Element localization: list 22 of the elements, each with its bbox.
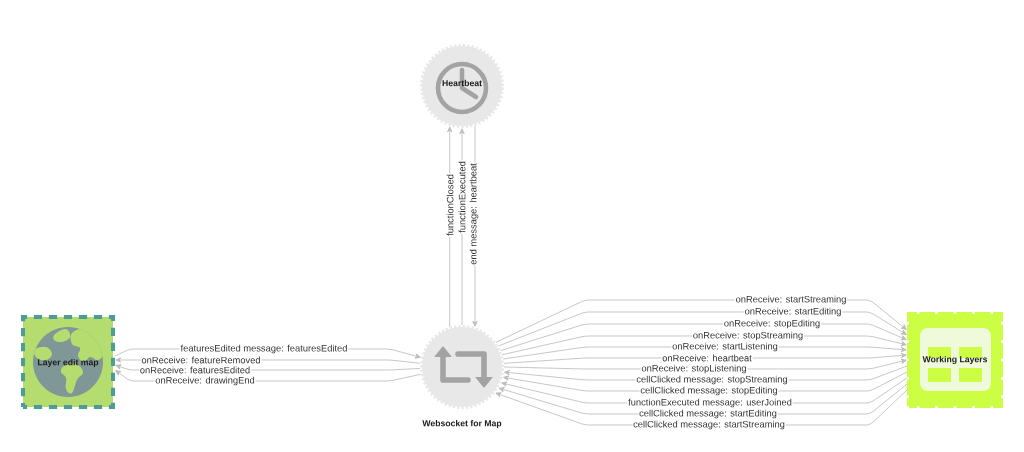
edge-label: cellClicked message: stopEditing — [639, 385, 779, 397]
node-square: Layer edit map — [21, 315, 115, 409]
edge-label: functionClosed — [445, 173, 455, 237]
edge-label: end message: heartbeat — [468, 162, 480, 266]
edge-label: onReceive: startStreaming — [734, 294, 848, 306]
edge-label: cellClicked message: startStreaming — [632, 419, 786, 431]
edge-label: onReceive: stopListening — [640, 363, 748, 375]
edge-label: functionExecuted — [457, 160, 467, 234]
edge-label: onReceive: startListening — [671, 341, 779, 353]
edge-label: onReceive: featuresEdited — [139, 365, 251, 375]
edge-label: onReceive: stopEditing — [723, 318, 821, 330]
node-label: Websocket for Map — [422, 419, 502, 429]
edge-label: cellClicked message: startEditing — [638, 408, 778, 420]
edge-label: cellClicked message: stopStreaming — [635, 374, 789, 386]
node-square: Working Layers — [907, 312, 1003, 408]
edge-label: functionExecuted message: userJoined — [627, 397, 793, 409]
edge-label: featuresEdited message: featuresEdited — [179, 343, 349, 355]
edge-label: onReceive: stopStreaming — [692, 330, 804, 342]
edge-label: onReceive: featureRemoved — [140, 355, 262, 365]
edge-label: onReceive: startEditing — [743, 306, 843, 318]
edge-label: onReceive: heartbeat — [661, 353, 753, 363]
edge-label: onReceive: drawingEnd — [154, 375, 256, 387]
